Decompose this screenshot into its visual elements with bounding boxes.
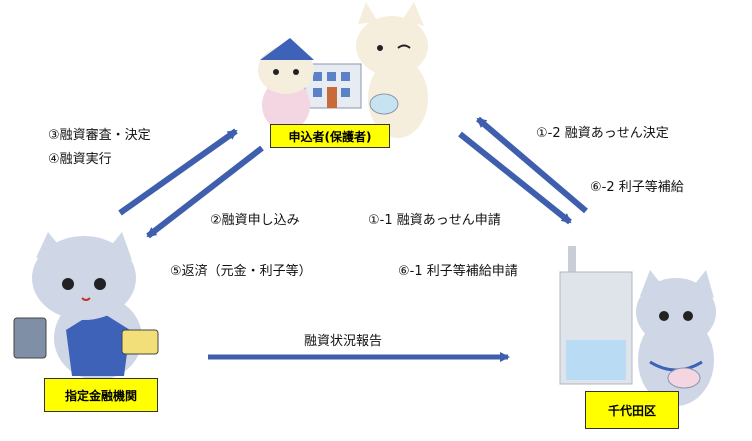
flow-label-1-1: ①-1 融資あっせん申請 (368, 213, 501, 228)
bank-cat-illustration (13, 232, 159, 380)
flow-label-1-2: ①-2 融資あっせん決定 (536, 126, 669, 141)
flow-label-6-2: ⑥-2 利子等補給 (590, 180, 684, 195)
node-applicant: 申込者(保護者) (270, 124, 390, 148)
arrow-bank-to-applicant (118, 128, 238, 216)
flow-label-2: ②融資申し込み (210, 213, 300, 228)
flow-label-6-1: ⑥-1 利子等補給申請 (398, 264, 518, 279)
flow-label-3: ③融資審査・決定 (48, 128, 151, 143)
arrow-applicant-to-bank (146, 145, 264, 239)
arrow-city-to-applicant (476, 116, 588, 214)
flow-label-4: ④融資実行 (48, 152, 112, 167)
flow-label-report: 融資状況報告 (304, 334, 383, 349)
node-bank: 指定金融機関 (44, 378, 158, 412)
city-illustration (559, 246, 716, 406)
applicant-illustration (258, 2, 428, 138)
node-city: 千代田区 (585, 391, 679, 429)
flow-label-5: ⑤返済（元金・利子等） (170, 264, 312, 279)
arrow-applicant-to-city (458, 131, 572, 225)
